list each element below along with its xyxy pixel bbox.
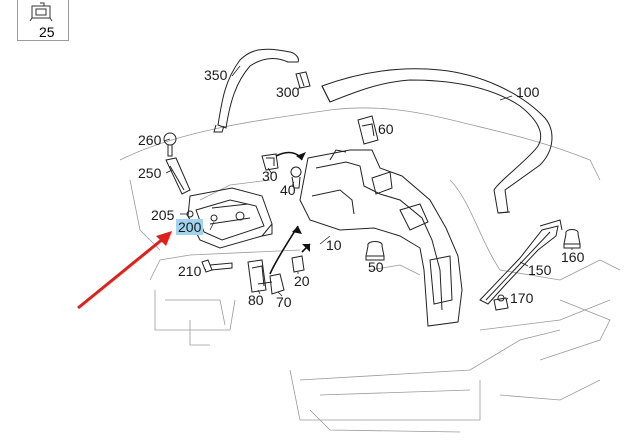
vehicle-body-outline <box>119 107 621 433</box>
part-label-60[interactable]: 60 <box>378 121 394 137</box>
clip-icon <box>29 2 53 22</box>
part-label-100[interactable]: 100 <box>516 84 540 100</box>
part-label-80[interactable]: 80 <box>248 292 264 308</box>
clip-legend-box[interactable]: 25 <box>17 0 69 41</box>
part-label-250[interactable]: 250 <box>138 165 162 181</box>
indicator-arrowheads <box>292 152 310 252</box>
part-label-300[interactable]: 300 <box>276 84 300 100</box>
part-label-170[interactable]: 170 <box>510 290 534 306</box>
part-label-50[interactable]: 50 <box>368 259 384 275</box>
parts-linework <box>163 48 581 327</box>
red-pointer-arrow <box>77 231 172 310</box>
part-label-260[interactable]: 260 <box>138 132 162 148</box>
part-label-30[interactable]: 30 <box>262 168 278 184</box>
part-label-10[interactable]: 10 <box>326 237 342 253</box>
part-label-350[interactable]: 350 <box>204 67 228 83</box>
part-label-160[interactable]: 160 <box>561 249 585 265</box>
leader-lines <box>163 65 573 301</box>
part-label-210[interactable]: 210 <box>178 263 202 279</box>
part-label-20[interactable]: 20 <box>294 273 310 289</box>
part-label-25: 25 <box>39 24 55 40</box>
part-label-150[interactable]: 150 <box>528 262 552 278</box>
part-label-200[interactable]: 200 <box>176 219 204 235</box>
part-label-40[interactable]: 40 <box>280 182 296 198</box>
part-label-70[interactable]: 70 <box>276 294 292 310</box>
part-label-205[interactable]: 205 <box>151 207 175 223</box>
